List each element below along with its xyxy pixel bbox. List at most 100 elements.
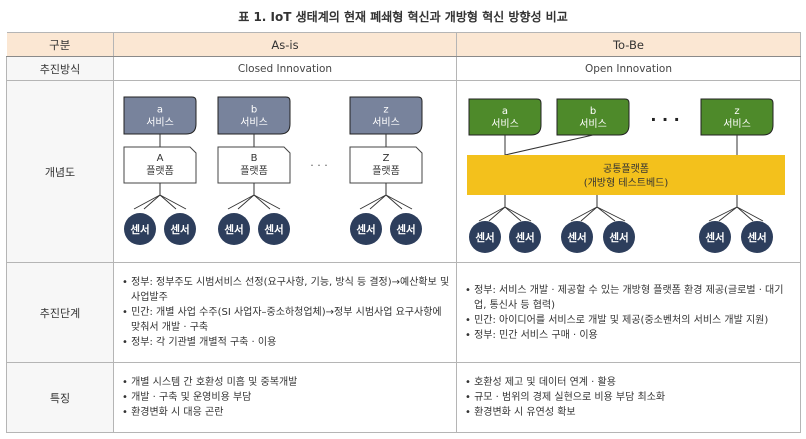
asis-sensor-2-b-label: 센서 (396, 223, 415, 236)
tobe-service-1-label: 서비스 (579, 118, 607, 130)
asis-platform-label-1: 플랫폼 (240, 165, 268, 177)
asis-platform-letter-1: B (251, 153, 258, 164)
features-asis: 개별 시스템 간 호환성 미흡 및 중복개발 개발 · 구축 및 운영비용 부담… (113, 362, 457, 433)
asis-sensor-2-b (390, 213, 422, 245)
tobe-service-1 (556, 98, 630, 136)
asis-platform-label-0: 플랫폼 (146, 165, 174, 177)
tobe-fan-0-3 (504, 195, 532, 222)
tobe-sensor-1-a-label: 센서 (567, 231, 586, 244)
row-features: 특징 개별 시스템 간 호환성 미흡 및 중복개발 개발 · 구축 및 운영비용… (6, 362, 801, 433)
features-tobe-list: 호환성 제고 및 데이터 연계 · 활용 규모 · 범위의 경제 실현으로 비용… (457, 372, 800, 423)
asis-sensor-0-a (124, 213, 156, 245)
common-platform (467, 155, 785, 195)
list-item: 환경변화 시 유연성 확보 (465, 405, 794, 420)
asis-sensor-1-a (218, 213, 250, 245)
list-item: 민간: 아이디어를 서비스로 개발 및 제공(중소벤처의 서비스 개발 지원) (465, 313, 794, 328)
tobe-sensor-1-a (561, 221, 593, 253)
asis-service-1-label: 서비스 (240, 117, 268, 129)
method-asis: Closed Innovation (113, 56, 457, 81)
asis-sensor-1-a-label: 센서 (224, 223, 243, 236)
stage-asis: 정부: 정부주도 시범서비스 선정(요구사항, 기능, 방식 등 결정)→예산확… (113, 262, 457, 363)
list-item: 환경변화 시 대응 곤란 (122, 405, 450, 420)
tobe-fan-0-0 (478, 195, 506, 222)
table-header-row: 구분 As-is To-Be (6, 32, 801, 57)
asis-platform-letter-2: Z (383, 153, 390, 164)
tobe-sensor-1-b-label: 센서 (609, 231, 628, 244)
tobe-service-0-letter: a (502, 106, 508, 117)
list-item: 호환성 제고 및 데이터 연계 · 활용 (465, 375, 794, 390)
table-title: 표 1. IoT 생태계의 현재 폐쇄형 혁신과 개방형 혁신 방향성 비교 (238, 10, 568, 24)
asis-platform-label-2: 플랫폼 (372, 165, 400, 177)
row-method: 추진방식 Closed Innovation Open Innovation (6, 56, 801, 81)
list-item: 정부: 민간 서비스 구매 · 이용 (465, 328, 794, 343)
list-item: 민간: 개별 사업 수주(SI 사업자–중소하청업체)→정부 시범사업 요구사항… (122, 305, 450, 335)
common-platform-title: 공통플랫폼 (603, 163, 649, 175)
tobe-fan-1-3 (596, 195, 626, 222)
list-item: 정부: 각 기관별 개별적 구축 · 이용 (122, 335, 450, 350)
asis-sensor-1-b (258, 213, 290, 245)
tobe-sensor-0-a (469, 221, 501, 253)
asis-service-2 (349, 96, 423, 135)
tobe-sensor-0-b (509, 221, 541, 253)
asis-fan-1-3 (253, 183, 281, 210)
stage-tobe: 정부: 서비스 개발 · 제공할 수 있는 개방형 플랫폼 환경 제공(글로벌 … (456, 262, 801, 363)
header-asis: As-is (113, 32, 457, 57)
asis-sensor-0-b-label: 센서 (170, 223, 189, 236)
tobe-sensor-2-a (699, 221, 731, 253)
tobe-service-1-letter: b (590, 106, 596, 117)
features-asis-list: 개별 시스템 간 호환성 미흡 및 중복개발 개발 · 구축 및 운영비용 부담… (114, 372, 456, 423)
tobe-fan-2-3 (736, 195, 764, 222)
features-tobe: 호환성 제고 및 데이터 연계 · 활용 규모 · 범위의 경제 실현으로 비용… (456, 362, 801, 433)
asis-sensor-0-a-label: 센서 (130, 223, 149, 236)
asis-fan-2-0 (359, 183, 387, 210)
asis-service-0-label: 서비스 (146, 117, 174, 129)
asis-platform-1 (217, 146, 291, 184)
tobe-sensor-0-b-label: 센서 (515, 231, 534, 244)
asis-platform-letter-0: A (157, 153, 164, 164)
list-item: 개발 · 구축 및 운영비용 부담 (122, 390, 450, 405)
asis-platform-0 (123, 146, 197, 184)
stage-tobe-list: 정부: 서비스 개발 · 제공할 수 있는 개방형 플랫폼 환경 제공(글로벌 … (457, 280, 800, 346)
tobe-sensor-2-b-label: 센서 (747, 231, 766, 244)
tobe-connector-1 (504, 134, 594, 156)
tobe-sensor-1-b (603, 221, 635, 253)
row-label-method: 추진방식 (6, 56, 114, 81)
header-category: 구분 (6, 32, 114, 57)
list-item: 정부: 서비스 개발 · 제공할 수 있는 개방형 플랫폼 환경 제공(글로벌 … (465, 283, 794, 313)
tobe-sensor-0-a-label: 센서 (475, 231, 494, 244)
tobe-service-2-label: 서비스 (723, 118, 751, 130)
comparison-table: 구분 As-is To-Be 추진방식 Closed Innovation Op… (6, 32, 801, 433)
asis-service-2-label: 서비스 (372, 117, 400, 129)
asis-service-0 (123, 96, 197, 135)
tobe-service-2 (700, 98, 774, 136)
asis-service-1 (217, 96, 291, 135)
row-label-features: 특징 (6, 362, 114, 433)
tobe-service-2-letter: z (734, 106, 739, 117)
row-label-concept: 개념도 (6, 80, 114, 263)
tobe-fan-2-0 (708, 195, 738, 222)
asis-fan-0-0 (133, 183, 161, 210)
tobe-sensor-2-b (741, 221, 773, 253)
tobe-fan-1-0 (570, 195, 598, 222)
asis-ellipsis: · · · (310, 159, 327, 172)
tobe-ellipsis: · · · (650, 110, 679, 129)
list-item: 규모 · 범위의 경제 실현으로 비용 부담 최소화 (465, 390, 794, 405)
asis-sensor-1-b-label: 센서 (264, 223, 283, 236)
tobe-sensor-2-a-label: 센서 (705, 231, 724, 244)
asis-fan-1-0 (227, 183, 255, 210)
list-item: 정부: 정부주도 시범서비스 선정(요구사항, 기능, 방식 등 결정)→예산확… (122, 275, 450, 305)
asis-fan-0-3 (159, 183, 187, 210)
asis-service-0-letter: a (157, 105, 163, 116)
header-tobe: To-Be (456, 32, 801, 57)
asis-sensor-2-a (350, 213, 382, 245)
stage-asis-list: 정부: 정부주도 시범서비스 선정(요구사항, 기능, 방식 등 결정)→예산확… (114, 272, 456, 353)
asis-fan-2-3 (385, 183, 413, 210)
asis-sensor-2-a-label: 센서 (356, 223, 375, 236)
asis-sensor-0-b (164, 213, 196, 245)
row-stage: 추진단계 정부: 정부주도 시범서비스 선정(요구사항, 기능, 방식 등 결정… (6, 262, 801, 363)
